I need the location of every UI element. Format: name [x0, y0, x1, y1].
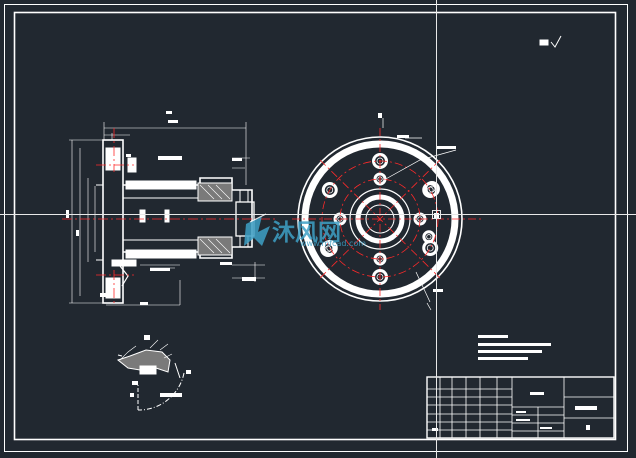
outer-bolt-hole [422, 240, 439, 256]
watermark-url: www.mfcad.com [300, 239, 366, 248]
title-block-labels [432, 392, 597, 431]
section-center-lines [62, 128, 275, 306]
outer-bolt-hole [423, 181, 440, 197]
extra-bolt-hole [422, 230, 436, 244]
section-view [69, 122, 265, 306]
outer-bolt-hole [321, 182, 338, 198]
watermark-cn-text: 沐风网 [272, 220, 341, 246]
outer-bolt-hole-inner [326, 244, 334, 252]
outer-bolt-hole-inner [326, 186, 334, 194]
roughness-symbol [539, 35, 562, 48]
watermark: 沐风网 www.mfcad.com [244, 213, 366, 248]
technical-notes [478, 335, 551, 360]
detail-labels [130, 335, 191, 397]
title-block [426, 376, 615, 439]
outer-bolt-hole-inner [426, 186, 434, 194]
flange-leaders [382, 118, 457, 311]
outer-bolt-hole-inner [428, 185, 436, 193]
flange-labels [378, 113, 456, 292]
extra-bolt-hole-inner [426, 234, 432, 240]
watermark-logo-icon [244, 213, 270, 246]
drawing-frame [4, 4, 628, 452]
flange-center-lines [292, 128, 482, 310]
outer-bolt-hole [320, 241, 337, 257]
outer-bolt-hole-inner [426, 244, 434, 252]
detail-view [116, 339, 185, 411]
outer-bolt-hole-inner [324, 245, 332, 253]
